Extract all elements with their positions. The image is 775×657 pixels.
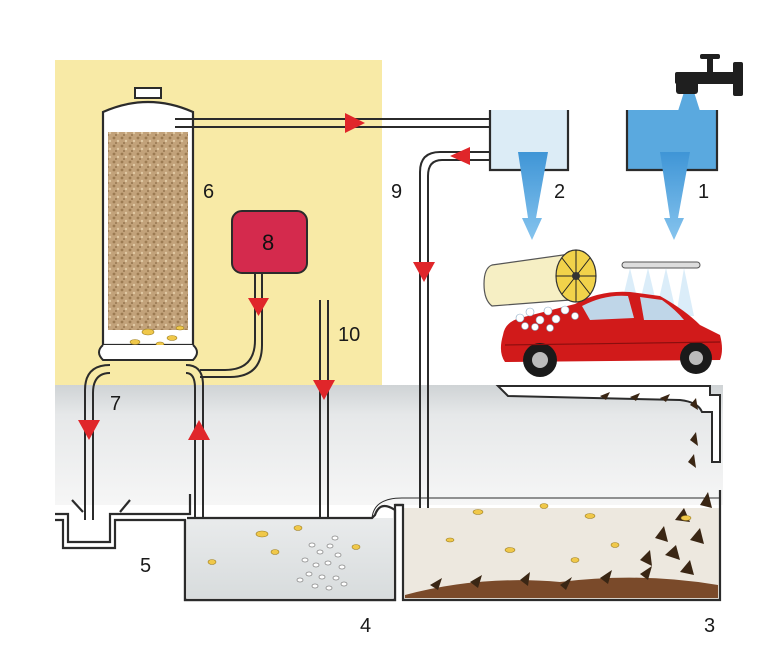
arrow-right-top (345, 113, 365, 133)
label-4: 4 (360, 615, 371, 637)
arrow-down-pipe9 (413, 262, 435, 282)
roller-brush-icon (483, 249, 597, 307)
tank-4-water (187, 518, 393, 598)
dosing-box (231, 210, 308, 274)
arrow-down-pipe10 (313, 380, 335, 400)
label-8: 8 (262, 230, 274, 255)
label-1: 1 (698, 181, 709, 203)
label-6: 6 (203, 181, 214, 203)
tank-3-particles (445, 503, 692, 563)
car-icon (500, 291, 722, 377)
label-9: 9 (391, 181, 402, 203)
pipes (84, 118, 490, 553)
label-3: 3 (704, 615, 715, 637)
label-7: 7 (110, 393, 121, 415)
tank-4-particles (207, 525, 361, 565)
tap-stream (672, 92, 706, 130)
tank-2 (488, 110, 570, 240)
tank-1 (625, 92, 719, 240)
filter-gravel (108, 132, 188, 330)
flow-arrows (78, 113, 470, 440)
arrow-left-tank2 (450, 147, 470, 165)
label-5: 5 (140, 555, 151, 577)
outflow-arrow-1 (660, 152, 690, 240)
label-10: 10 (338, 324, 360, 346)
filter-column (98, 87, 198, 361)
air-bubbles (296, 535, 348, 591)
grey-floor (55, 385, 723, 505)
collection-gutter (495, 385, 721, 468)
arrow-up-return (188, 420, 210, 440)
arrow-down-pipe7 (78, 420, 100, 440)
water-tap-icon (675, 54, 743, 96)
label-2: 2 (554, 181, 565, 203)
outflow-arrow-2 (518, 152, 548, 240)
arrow-down-box8 (248, 298, 269, 316)
